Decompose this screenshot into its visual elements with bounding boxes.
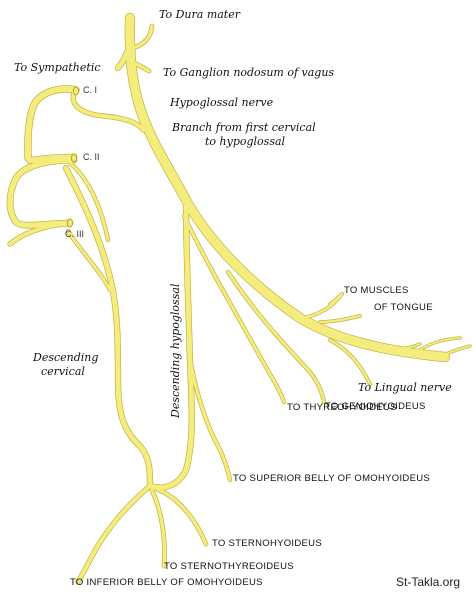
c2-root-end (70, 153, 78, 163)
label-to-geniohyoideus: TO GENIOHYOIDEUS (325, 401, 426, 412)
c2-to-c1 (26, 154, 77, 164)
first-cervical-to-hypoglossal (71, 91, 145, 132)
hypoglossal-trunk (125, 13, 450, 362)
label-c3: C. III (65, 229, 85, 239)
c1-loop (24, 86, 79, 161)
geniohyoid-branch (226, 270, 326, 404)
label-c1: C. I (83, 85, 98, 95)
label-c2: C. II (83, 152, 100, 162)
label-to-dura-mater: To Dura mater (159, 8, 240, 21)
label-muscles-of-tongue-line2: OF TONGUE (374, 302, 433, 313)
label-hypoglossal-nerve: Hypoglossal nerve (170, 96, 274, 109)
thyreohyoid-branch (182, 214, 286, 404)
ansa-loop-right (188, 358, 232, 482)
tongue-twig-2 (374, 343, 421, 351)
descending-hypoglossal (147, 197, 195, 490)
tongue-twig-1 (329, 293, 343, 305)
label-to-inferior-belly-omohyoideus: TO INFERIOR BELLY OF OMOHYOIDEUS (70, 577, 263, 588)
descending-cervical (63, 165, 153, 489)
c3-root (8, 221, 72, 246)
label-to-thyreohyoideus: TO THYREOHYOIDEUS (287, 402, 397, 413)
label-to-sternohyoideus: TO STERNOHYOIDEUS (212, 538, 322, 549)
c2-c3-loop (7, 157, 77, 228)
sternohyoid-branch (152, 486, 208, 546)
label-descending-cervical-line1: Descending (33, 351, 99, 364)
sympathetic-branch (115, 45, 132, 71)
spinal-root-ends (66, 86, 80, 228)
label-descending-cervical-line2: cervical (41, 365, 85, 378)
c3-root-end (66, 218, 74, 228)
watermark: St-Takla.org (396, 575, 461, 589)
c2-spur (68, 161, 110, 242)
dura-mater-branch (131, 24, 154, 50)
label-branch-first-cervical-line2: to hypoglossal (205, 135, 286, 148)
c3-descending-join (66, 229, 112, 292)
label-muscles-of-tongue-line1: TO MUSCLES (344, 285, 409, 296)
label-to-sternothyreoideus: TO STERNOTHYREOIDEUS (164, 561, 294, 572)
nerve-branches (6, 12, 472, 585)
label-descending-hypoglossal: Descending hypoglossal (169, 283, 182, 418)
tongue-twig-4 (439, 345, 471, 357)
tongue-twig-3 (419, 337, 461, 351)
label-to-lingual-nerve: To Lingual nerve (358, 381, 452, 394)
c1-root-end (72, 86, 80, 96)
tongue-twig-3-outline (418, 336, 462, 352)
sternothyreoid-branch (150, 488, 167, 568)
label-branch-first-cervical-line1: Branch from first cervical (172, 121, 316, 134)
label-to-superior-belly-omohyoideus: TO SUPERIOR BELLY OF OMOHYOIDEUS (233, 473, 431, 484)
descending-cervical-outline (62, 164, 154, 490)
tongue-branch-2 (318, 314, 362, 324)
label-to-sympathetic: To Sympathetic (14, 61, 101, 74)
ganglion-nodosum-branch (134, 62, 151, 73)
lingual-branch (328, 338, 372, 386)
inferior-belly-omohyoid (76, 484, 152, 584)
inferior-belly-omohyoid-outline (75, 483, 153, 585)
label-to-ganglion-nodosum: To Ganglion nodosum of vagus (163, 66, 335, 79)
